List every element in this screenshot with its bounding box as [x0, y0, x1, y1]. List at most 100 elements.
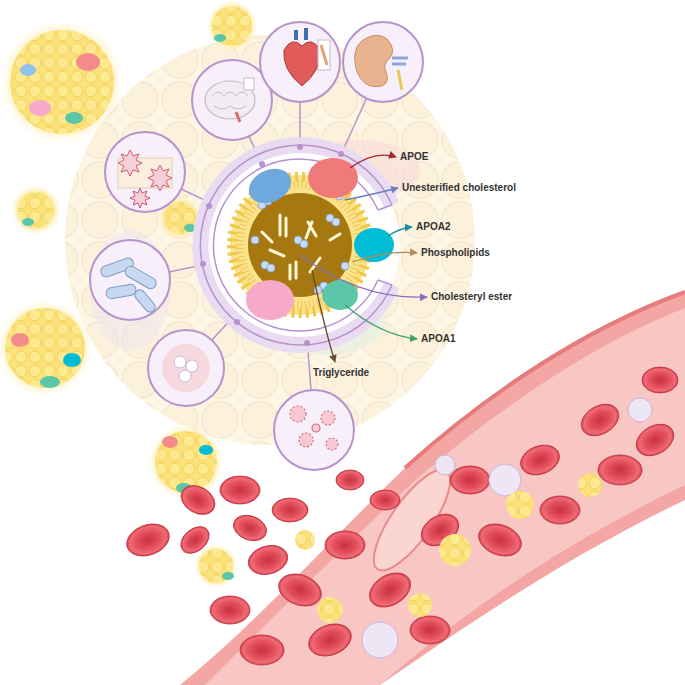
hdl-particle [18, 192, 54, 228]
hdl-particle [408, 593, 432, 617]
hdl-particle [40, 376, 60, 388]
part-label: APOA2 [416, 221, 450, 233]
virus-icon [290, 406, 306, 422]
function-icon [90, 240, 170, 320]
blood-vessel [180, 292, 685, 685]
blood-vessel [205, 308, 685, 685]
spoke-dot [338, 151, 344, 157]
red-blood-cell [540, 496, 580, 524]
spoke-dot [206, 203, 212, 209]
hdl-particle [506, 491, 534, 519]
red-blood-cell [325, 531, 365, 559]
part-label: APOE [400, 151, 428, 163]
cell-icon [179, 370, 191, 382]
hdl-particle [578, 473, 602, 497]
virus-icon [321, 411, 335, 425]
virus-icon [312, 424, 320, 432]
white-blood-cell [362, 398, 652, 658]
spoke-dot [200, 261, 206, 267]
hdl-particle [63, 353, 81, 367]
spoke-dot [297, 144, 303, 150]
apolipoprotein [243, 162, 296, 210]
apolipoprotein [354, 228, 394, 262]
hdl-particle [20, 64, 36, 76]
heart-icon [284, 28, 330, 86]
hdl-particle [206, 0, 258, 52]
kidney-icon [398, 70, 402, 90]
central-ring [200, 145, 400, 345]
hdl-core [262, 215, 340, 279]
cell-icon [118, 150, 172, 208]
hdl-particle [164, 202, 196, 234]
heart-icon [284, 42, 320, 86]
leader-arrow [388, 227, 412, 236]
leader-arrow [312, 270, 335, 362]
hdl-core [262, 215, 340, 279]
heart-icon [321, 45, 327, 65]
brain-icon [236, 112, 240, 122]
leader-arrow [345, 305, 417, 339]
virus-icon [290, 406, 338, 450]
red-blood-cell [410, 616, 450, 644]
part-label: Cholesteryl ester [431, 291, 512, 303]
hdl-particle [214, 34, 226, 42]
red-blood-cell [336, 470, 364, 490]
red-blood-cell [210, 596, 250, 624]
function-icon [343, 22, 423, 102]
hdl-core [332, 218, 340, 226]
hdl-particle [317, 597, 343, 623]
hdl-particle [206, 0, 258, 52]
brain-icon [205, 78, 255, 122]
hdl-particle [222, 572, 234, 580]
cell-icon [130, 188, 150, 208]
hdl-particle [0, 300, 93, 396]
heart-icon [296, 28, 306, 40]
red-blood-cell [220, 476, 260, 504]
hdl-particle [194, 544, 238, 588]
background-cluster [65, 35, 475, 445]
hdl-particle [212, 6, 252, 46]
red-blood-cell [576, 398, 625, 442]
apolipoprotein [246, 280, 294, 320]
cell-icon [118, 150, 142, 176]
cell-icon [162, 344, 210, 392]
red-blood-cell [304, 618, 356, 661]
red-blood-cell [272, 498, 308, 522]
hdl-particle [439, 534, 471, 566]
part-label: Phospholipids [421, 247, 490, 259]
virus-icon [299, 433, 313, 447]
apolipoprotein [308, 158, 358, 198]
function-icon [148, 330, 224, 406]
function-icon [105, 132, 185, 212]
function-icon [260, 22, 340, 102]
function-icon [90, 22, 423, 470]
bacteria-icon [133, 288, 157, 314]
part-label: Unesterified cholesterol [402, 182, 516, 194]
spoke-dot [234, 319, 240, 325]
white-blood-cell [435, 455, 455, 475]
hdl-particle [199, 549, 233, 583]
hdl-core [300, 240, 308, 248]
red-blood-cell [631, 418, 680, 462]
white-blood-cell [362, 622, 398, 658]
hdl-particle [76, 53, 100, 71]
red-blood-cell [122, 367, 679, 665]
bacteria-icon [105, 283, 136, 299]
heart-icon [318, 40, 330, 70]
brain-icon [212, 92, 248, 109]
white-blood-cell [628, 398, 652, 422]
red-blood-cell [240, 635, 284, 665]
hdl-core [267, 264, 275, 272]
hdl-particle [162, 436, 178, 448]
hdl-particle [0, 300, 93, 396]
red-blood-cell [474, 518, 526, 561]
virus-icon [326, 438, 338, 450]
red-blood-cell [245, 541, 291, 578]
part-label: Triglyceride [313, 367, 369, 379]
leader-arrow [345, 188, 398, 200]
hdl-particle [11, 333, 29, 347]
hdl-particle [0, 20, 124, 144]
red-blood-cell [516, 440, 563, 480]
red-blood-cell [642, 367, 678, 393]
